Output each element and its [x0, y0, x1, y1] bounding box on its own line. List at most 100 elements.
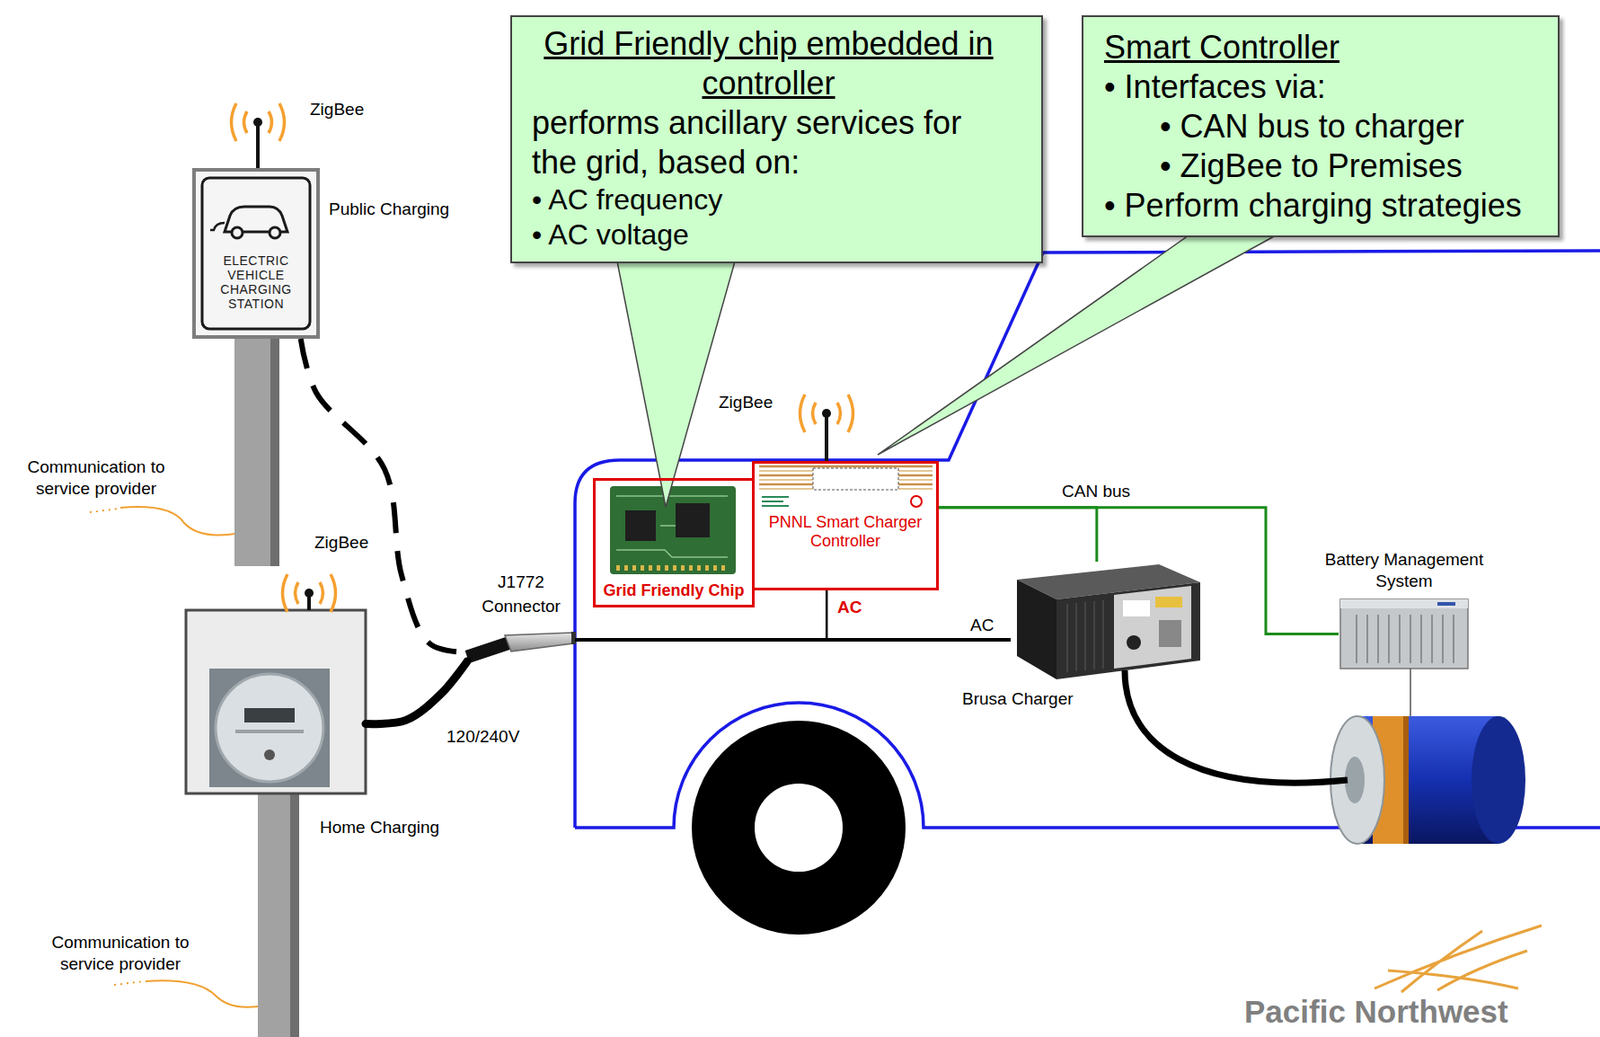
power-cable	[365, 661, 468, 725]
battery-cable	[1124, 670, 1348, 783]
electric-meter	[215, 673, 324, 782]
controller-board	[813, 468, 899, 490]
electric-meter	[264, 749, 275, 761]
antenna	[800, 394, 854, 433]
zigbee-label: ZigBee	[314, 531, 369, 553]
controller-board	[751, 460, 939, 591]
bms-unit	[1437, 601, 1456, 606]
bullet-item: • ZigBee to Premises	[1104, 146, 1544, 186]
sign-post	[234, 338, 271, 566]
callout-tail	[617, 261, 735, 507]
electric-meter	[185, 609, 366, 794]
edge-label: CAN bus	[1060, 480, 1132, 502]
node-caption: Home Charging	[319, 816, 440, 838]
charging-sign	[202, 177, 310, 329]
bullet-item: • AC voltage	[531, 217, 1006, 253]
note-text: Communication to service provider	[39, 931, 202, 975]
callout-box: Smart Controller• Interfaces via:• CAN b…	[1081, 15, 1560, 238]
meter-post	[257, 793, 291, 1037]
can-bus-wire	[938, 507, 1339, 635]
meter-post	[257, 793, 300, 1037]
chip-box: Grid Friendly Chip	[592, 477, 755, 608]
bms-unit	[1340, 599, 1468, 609]
callout-body: performs ancillary services for the grid…	[531, 103, 1006, 183]
service-link	[89, 506, 258, 1008]
chip-board	[616, 495, 728, 557]
charging-sign: ELECTRIC VEHICLE CHARGING STATIONPublic …	[192, 167, 320, 339]
antenna	[231, 103, 285, 142]
charger-unit: Brusa Charger	[1010, 561, 1203, 681]
antenna	[800, 394, 854, 461]
box-label: PNNL Smart Charger Controller	[760, 512, 931, 551]
battery	[1330, 716, 1526, 844]
charger-unit	[1155, 596, 1183, 608]
electric-meter	[244, 707, 295, 723]
power-cable	[300, 338, 468, 653]
charging-sign	[269, 227, 281, 239]
battery	[1471, 716, 1526, 844]
edge-label: AC	[835, 596, 864, 618]
box-label: Grid Friendly Chip	[599, 581, 749, 601]
chip-board	[625, 510, 656, 541]
antenna	[282, 574, 336, 612]
node-caption: Brusa Charger	[962, 688, 1074, 709]
charger-unit	[1122, 600, 1150, 617]
charger-unit	[1113, 585, 1192, 669]
chip-board	[675, 503, 710, 538]
charging-sign	[192, 167, 320, 339]
bms-lead	[1410, 668, 1412, 717]
bullet-item: • CAN bus to charger	[1104, 106, 1544, 147]
electric-meter	[209, 668, 330, 787]
callout-heading: Grid Friendly chip embedded in controlle…	[531, 24, 1006, 104]
node-caption: Battery Management System	[1305, 548, 1503, 593]
wheel	[723, 751, 875, 903]
charger-unit	[1016, 579, 1057, 680]
node-caption: J1772 Connector	[467, 569, 575, 619]
sign-post	[234, 338, 280, 566]
chip-board	[592, 477, 755, 608]
charging-sign	[195, 171, 317, 336]
antenna	[253, 117, 263, 127]
charger-unit	[1056, 582, 1201, 680]
controller-board	[761, 496, 789, 506]
node-caption: Public Charging	[328, 198, 450, 220]
bms-unit	[1340, 599, 1468, 669]
service-link	[145, 980, 258, 1007]
sign-post	[270, 338, 280, 566]
logo-mark	[1374, 925, 1542, 992]
chip-board	[609, 486, 736, 575]
can-bus-wire	[938, 507, 1097, 562]
controller-board	[910, 495, 922, 507]
antenna	[256, 122, 260, 168]
bullet-item: • Interfaces via:	[1104, 67, 1544, 107]
charging-sign	[210, 222, 225, 230]
charging-sign	[192, 167, 320, 339]
electric-meter: Home Charging	[185, 609, 366, 794]
chip-board	[592, 477, 755, 608]
bms-unit	[1340, 599, 1468, 669]
bullet-item: • AC frequency	[531, 182, 1006, 218]
callout-tail	[877, 235, 1276, 455]
edge-label: 120/240V	[444, 725, 522, 747]
logo-text: Pacific Northwest	[1244, 993, 1509, 1030]
charger-unit	[1016, 564, 1201, 680]
service-link	[89, 508, 119, 513]
electric-meter	[185, 609, 366, 794]
connector-plug	[467, 642, 511, 657]
edge-label: AC	[968, 614, 996, 636]
service-link	[120, 506, 235, 535]
antenna	[822, 408, 831, 418]
controller-box: PNNL Smart Charger Controller	[751, 460, 939, 591]
charging-sign	[231, 227, 243, 239]
callout-tail	[617, 235, 1276, 507]
controller-board	[751, 460, 939, 591]
bms-unit	[1356, 614, 1454, 663]
callout-box: Grid Friendly chip embedded in controlle…	[510, 15, 1044, 264]
zigbee-label: ZigBee	[718, 391, 773, 413]
battery-cable	[1124, 670, 1348, 783]
bms-lead	[1409, 668, 1412, 717]
meter-post	[290, 793, 300, 1037]
battery	[1344, 756, 1365, 804]
note-text: Communication to service provider	[15, 456, 177, 500]
